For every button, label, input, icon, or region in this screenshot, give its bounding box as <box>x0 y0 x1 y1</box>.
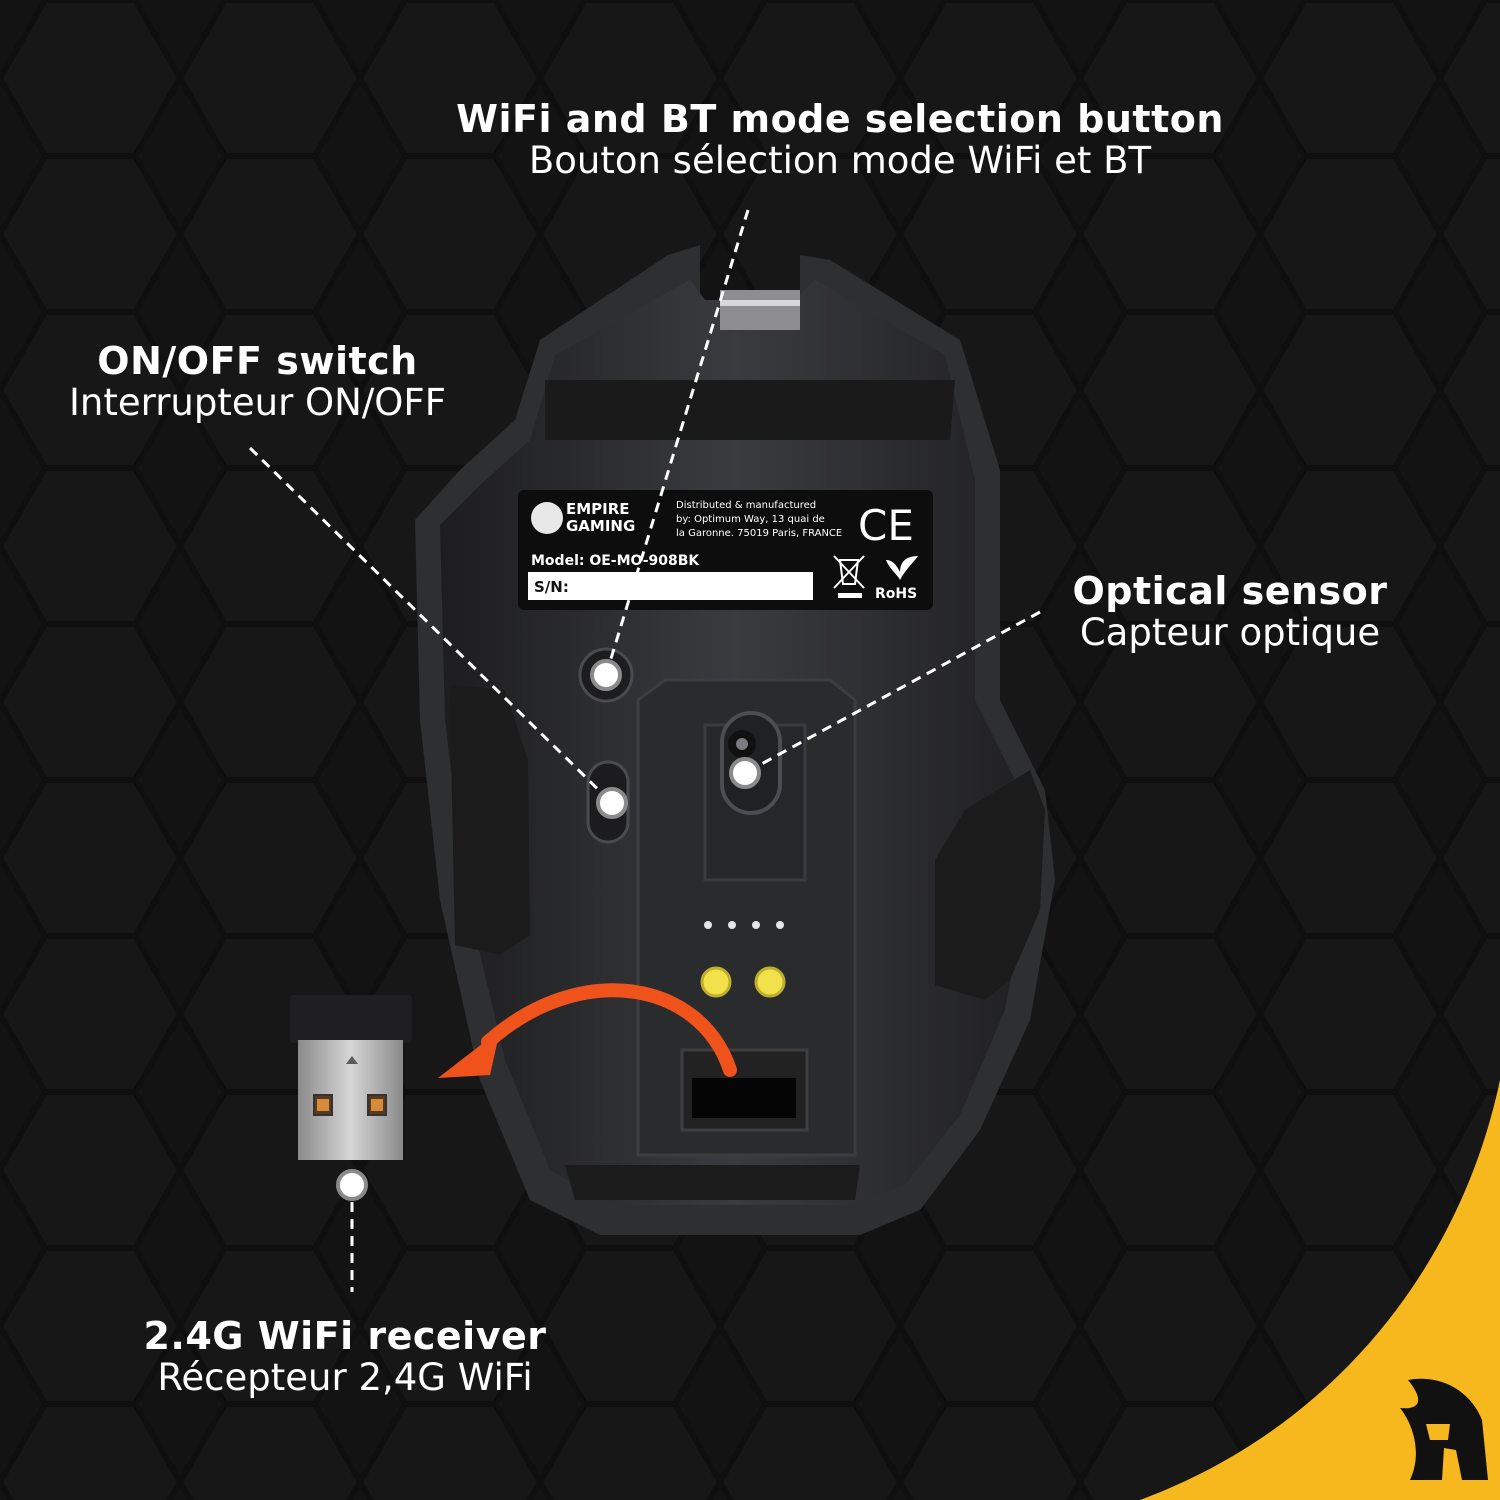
serial-box <box>528 572 813 600</box>
callout-title: 2.4G WiFi receiver <box>143 1314 547 1358</box>
dot-onoff-switch <box>596 787 628 819</box>
callout-onoff-switch: ON/OFF switch Interrupteur ON/OFF <box>10 342 505 421</box>
callout-subtitle: Récepteur 2,4G WiFi <box>157 1356 533 1399</box>
callout-optical-sensor: Optical sensor Capteur optique <box>1030 572 1430 651</box>
product-label-sticker: EMPIRE GAMING Distributed & manufactured… <box>518 490 933 610</box>
crossed-bin-icon <box>833 555 865 598</box>
brand-line-2: GAMING <box>566 517 635 535</box>
dot-sensor <box>729 757 761 789</box>
callout-subtitle: Capteur optique <box>1079 611 1381 654</box>
callout-dots <box>336 659 761 1201</box>
corner-spartan-helmet-icon <box>1400 1378 1488 1480</box>
distributor-line-3: la Garonne. 75019 Paris, FRANCE <box>676 528 842 539</box>
dot-receiver <box>336 1169 368 1201</box>
corner-accent <box>1140 1080 1500 1500</box>
distributor-line-2: by: Optimum Way, 13 quai de <box>676 514 825 525</box>
distributor-line-1: Distributed & manufactured <box>676 500 816 511</box>
leaf-icon <box>886 556 918 580</box>
leader-sensor <box>744 610 1041 775</box>
dot-mode-button <box>590 659 622 691</box>
callout-wifi-receiver: 2.4G WiFi receiver Récepteur 2,4G WiFi <box>100 1317 590 1396</box>
brand-spartan-helmet-icon <box>531 502 563 534</box>
model-number: Model: OE-MO-908BK <box>531 553 700 569</box>
callout-title: ON/OFF switch <box>97 339 418 383</box>
ce-mark: CE <box>858 501 914 550</box>
callout-wifi-bt-button: WiFi and BT mode selection button Bouton… <box>370 100 1310 179</box>
rohs-label: RoHS <box>875 586 917 602</box>
callout-subtitle: Interrupteur ON/OFF <box>69 381 446 424</box>
brand-line-1: EMPIRE <box>566 500 630 518</box>
callout-title: WiFi and BT mode selection button <box>456 97 1224 141</box>
leader-wifi-bt <box>604 209 750 676</box>
usb-receiver <box>290 995 412 1160</box>
insert-arrow <box>438 983 737 1078</box>
leader-lines <box>248 209 1041 1292</box>
callout-title: Optical sensor <box>1072 569 1388 613</box>
serial-label: S/N: <box>534 578 569 596</box>
brand-logo: EMPIRE GAMING <box>531 500 635 535</box>
callout-subtitle: Bouton sélection mode WiFi et BT <box>528 139 1152 182</box>
